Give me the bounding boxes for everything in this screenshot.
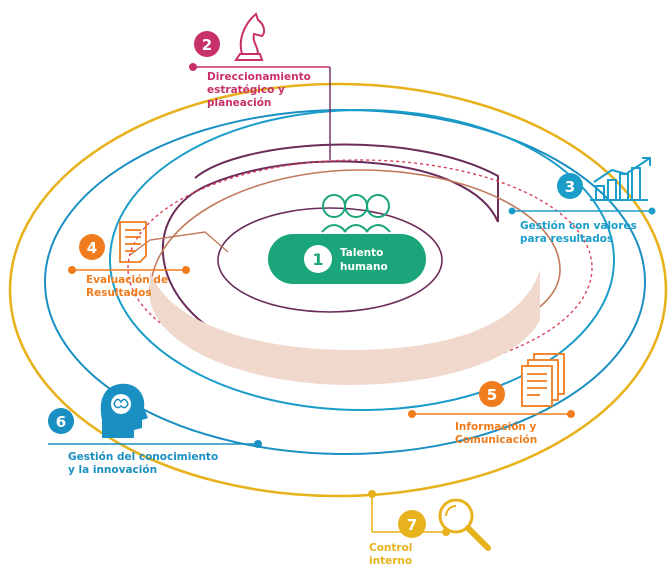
evaluacion-link bbox=[129, 231, 229, 256]
conocimiento-number-badge bbox=[48, 408, 74, 434]
control-number-badge bbox=[398, 510, 426, 538]
documents-stack-icon bbox=[521, 353, 565, 407]
conocimiento-line1: Gestión del conocimiento bbox=[68, 451, 218, 463]
control-dot-top bbox=[368, 490, 376, 498]
conocimiento-line2: y la innovación bbox=[68, 464, 157, 476]
direccionamiento-dot bbox=[189, 63, 197, 71]
direccionamiento-line1: Direccionamiento bbox=[207, 71, 311, 83]
evaluacion-number: 4 bbox=[87, 239, 97, 257]
gestion-valores-dot-right bbox=[648, 207, 656, 215]
evaluacion-number-badge bbox=[79, 234, 105, 260]
gestion-valores-dot-left bbox=[508, 207, 516, 215]
direccionamiento-line2: estratégico y bbox=[207, 84, 285, 96]
bar-chart-growth-icon bbox=[590, 157, 651, 201]
direccionamiento-spiral-top bbox=[194, 143, 499, 222]
informacion-ring bbox=[127, 159, 593, 377]
gestion-valores-number-badge bbox=[557, 173, 583, 199]
head-brain-icon bbox=[100, 383, 148, 438]
informacion-number-badge bbox=[479, 381, 505, 407]
gestion-valores-number: 3 bbox=[565, 178, 575, 196]
people-group-icon bbox=[321, 194, 391, 233]
informacion-line2: Comunicación bbox=[455, 434, 537, 446]
valores-ring bbox=[109, 109, 615, 411]
informacion-line1: Información y bbox=[455, 421, 537, 433]
conocimiento-number: 6 bbox=[56, 413, 66, 431]
control-line1: Control bbox=[369, 542, 412, 554]
control-line2: interno bbox=[369, 555, 412, 567]
evaluacion-line2: Resultados bbox=[86, 287, 152, 299]
direccionamiento-line3: planeación bbox=[207, 97, 271, 109]
checklist-document-icon bbox=[119, 221, 147, 263]
magnifier-icon bbox=[438, 498, 491, 551]
direccionamiento-number-badge bbox=[194, 31, 220, 57]
informacion-dot-left bbox=[408, 410, 416, 418]
evaluacion-line1: Evaluación de bbox=[86, 274, 168, 286]
evaluacion-dot-left bbox=[68, 266, 76, 274]
informacion-number: 5 bbox=[487, 386, 497, 404]
informacion-dot-right bbox=[567, 410, 575, 418]
control-number: 7 bbox=[407, 516, 417, 534]
talento-label-line2: humano bbox=[340, 261, 388, 273]
gestion-valores-line2: para resultados bbox=[520, 233, 613, 245]
control-ring bbox=[8, 82, 668, 498]
talento-number-badge bbox=[304, 245, 332, 273]
talento-label-line1: Talento bbox=[340, 247, 383, 259]
talento-number: 1 bbox=[312, 250, 323, 269]
talento-pill bbox=[268, 234, 426, 284]
chess-knight-icon bbox=[234, 12, 266, 61]
direccionamiento-number: 2 bbox=[202, 36, 212, 54]
evaluacion-dot-right bbox=[182, 266, 190, 274]
center-disc-shadow bbox=[150, 270, 540, 385]
conocimiento-dot-right bbox=[254, 440, 262, 448]
gestion-valores-line1: Gestión con valores bbox=[520, 220, 637, 232]
